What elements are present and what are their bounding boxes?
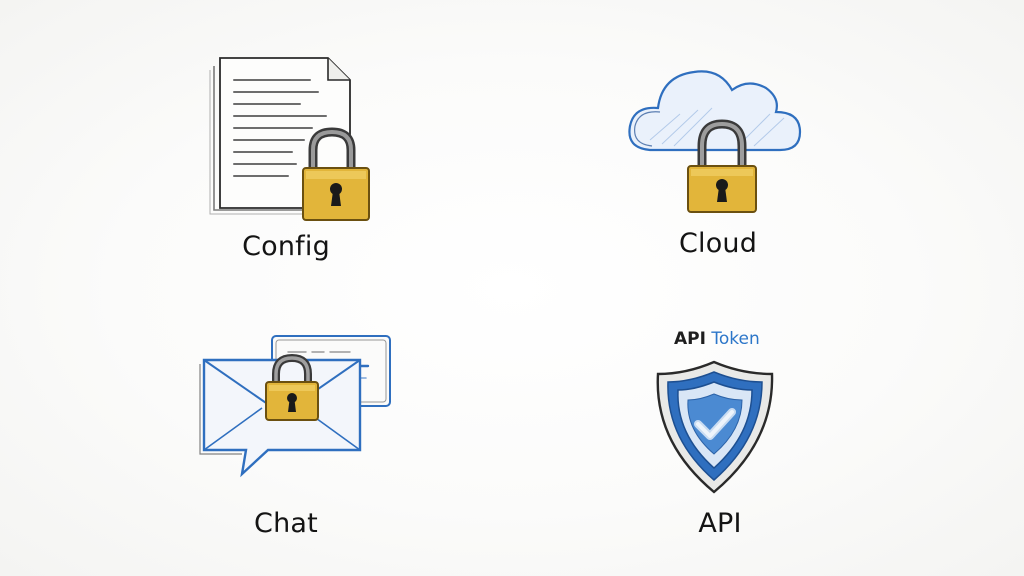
cloud-label: Cloud: [678, 228, 758, 259]
api-token-word2: Token: [711, 329, 760, 349]
config-label: Config: [242, 231, 330, 262]
padlock-icon: [265, 353, 319, 421]
api-label: API: [698, 508, 742, 539]
locked-chat-envelope-icon: [199, 335, 391, 478]
cloud-tile: [620, 52, 810, 217]
chat-tile: [190, 330, 410, 480]
shield-check-icon: [656, 360, 774, 494]
locked-cloud-icon: [628, 70, 802, 213]
api-token-heading: API Token: [674, 329, 794, 349]
api-tile: [650, 358, 780, 498]
chat-label: Chat: [254, 508, 318, 539]
locked-document-icon: [209, 57, 370, 221]
api-token-word1: API: [674, 329, 706, 349]
padlock-icon: [302, 127, 370, 221]
config-tile: [200, 50, 380, 221]
padlock-icon: [687, 119, 757, 213]
